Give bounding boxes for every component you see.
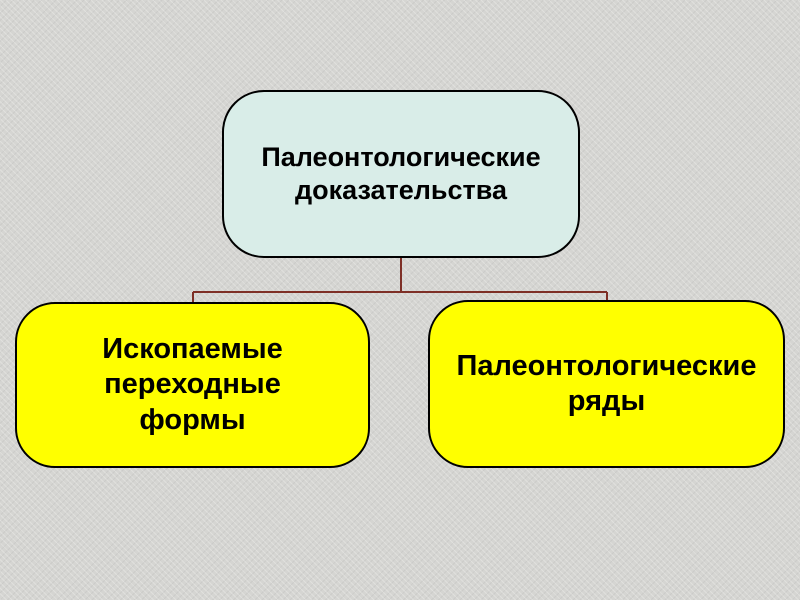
node-paleontological-series-label: Палеонтологические ряды — [456, 349, 757, 417]
node-paleontological-series: Палеонтологические ряды — [428, 300, 785, 468]
node-fossil-transitional-forms: Ископаемые переходные формы — [15, 302, 370, 468]
node-paleontological-evidence-label: Палеонтологические доказательства — [261, 142, 541, 205]
node-fossil-transitional-forms-label: Ископаемые переходные формы — [102, 332, 283, 436]
connector-path — [192, 258, 608, 304]
node-paleontological-evidence: Палеонтологические доказательства — [222, 90, 580, 258]
